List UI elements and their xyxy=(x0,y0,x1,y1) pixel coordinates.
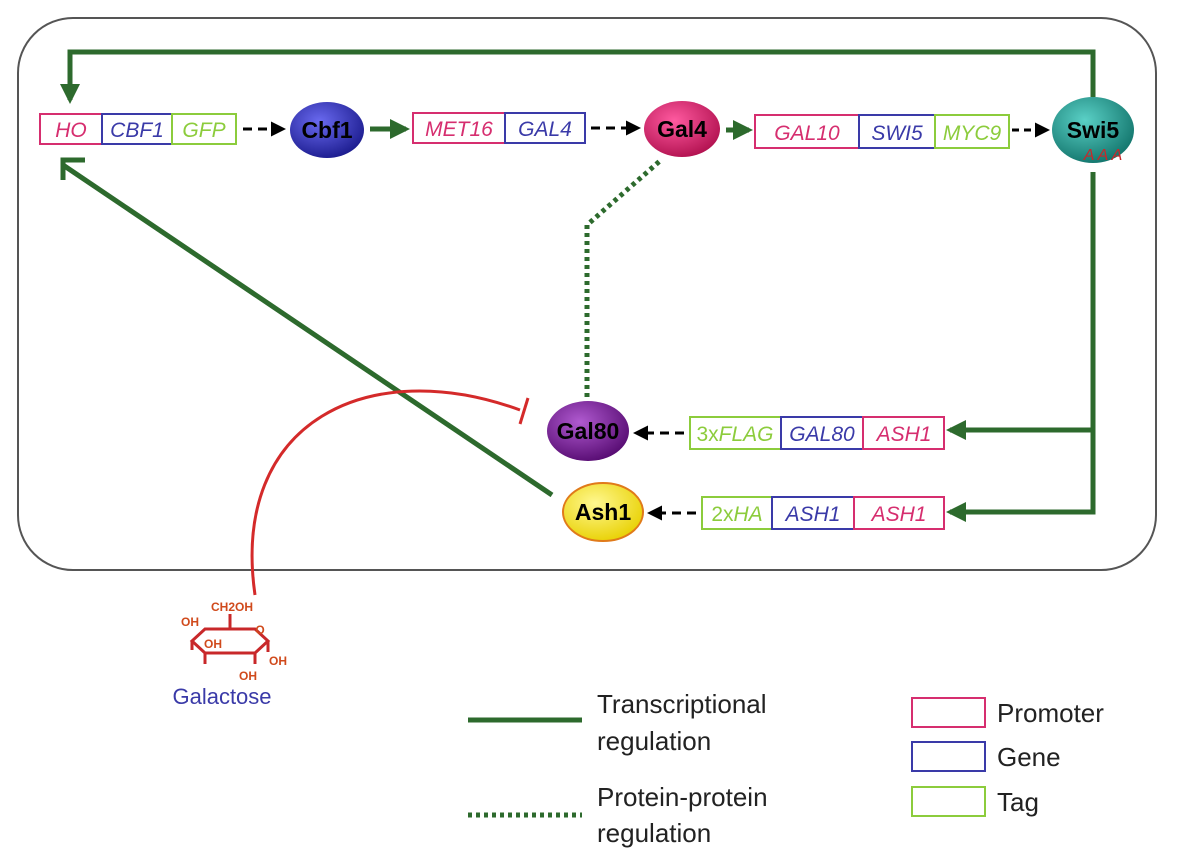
tag-label-gfp: GFP xyxy=(182,119,225,142)
tag-box-2xha xyxy=(701,496,773,530)
cassette-2: MET16 GAL4 xyxy=(412,112,586,144)
gene-box-ash1 xyxy=(771,496,855,530)
tag-box-3xflag xyxy=(689,416,782,450)
transcriptional-links xyxy=(60,49,1096,522)
inhibition-ash1-ho-bar xyxy=(60,157,85,180)
inhibition-ash1-represses-ho xyxy=(61,162,554,498)
legend-protein-protein-label: Protein-protein xyxy=(597,782,768,812)
legend-gene-label: Gene xyxy=(997,742,1061,772)
cassette-4: 3xFLAG GAL80 ASH1 xyxy=(689,416,945,450)
gene-box-swi5 xyxy=(858,114,936,149)
promoter-box-ash1-b xyxy=(853,496,945,530)
gene-box-gal4 xyxy=(504,112,586,144)
translation-arrows xyxy=(243,120,1050,521)
promoter-box-met16 xyxy=(412,112,506,144)
protein-label-ash1: Ash1 xyxy=(575,499,631,525)
protein-label-gal80: Gal80 xyxy=(557,418,620,444)
galactose-ring-o: O xyxy=(255,623,264,637)
tag-label-2xha: 2xHA xyxy=(711,503,762,526)
protein-label-gal4: Gal4 xyxy=(657,116,707,142)
protein-protein-gal80-gal4 xyxy=(584,158,663,397)
tag-label-myc9: MYC9 xyxy=(943,122,1002,145)
cassette-1: HO CBF1 GFP xyxy=(39,113,237,145)
protein-ash1: Ash1 xyxy=(562,482,644,542)
legend-transcriptional-label: Transcriptional xyxy=(597,689,767,719)
promoter-label-gal10: GAL10 xyxy=(774,122,840,145)
galactose-structure: CH2OH O OH OH OH OH Galactose xyxy=(172,600,287,709)
galactose-oh-2: OH xyxy=(204,637,222,651)
legend-box-types: Promoter Gene Tag xyxy=(911,697,1104,817)
arrow-swi5-activates-ho xyxy=(60,49,1096,104)
gene-box-cbf1 xyxy=(101,113,173,145)
promoter-label-met16: MET16 xyxy=(425,118,493,141)
cassette-3: GAL10 SWI5 MYC9 xyxy=(754,114,1010,149)
galactose-oh-3: OH xyxy=(269,654,287,668)
legend-transcriptional-label-2: regulation xyxy=(597,726,711,756)
tag-label-3xflag: 3xFLAG xyxy=(696,423,773,446)
promoter-box-ash1-a xyxy=(862,416,945,450)
legend-line-types: Transcriptional regulation Protein-prote… xyxy=(468,689,768,848)
legend-gene-swatch xyxy=(911,741,986,772)
gene-label-cbf1: CBF1 xyxy=(110,119,164,142)
gene-box-gal80 xyxy=(780,416,864,450)
protein-gal4: Gal4 xyxy=(644,101,720,157)
gene-label-ash1: ASH1 xyxy=(784,503,841,526)
protein-gal80: Gal80 xyxy=(547,401,629,461)
protein-cbf1: Cbf1 xyxy=(290,102,364,158)
protein-label-cbf1: Cbf1 xyxy=(301,117,352,143)
promoter-box-gal10 xyxy=(754,114,860,149)
gene-label-swi5: SWI5 xyxy=(871,122,923,145)
swi5-polya-tail: A A A xyxy=(1083,147,1123,164)
inhibition-galactose-gal80-bar xyxy=(518,397,530,425)
inhibition-galactose-gal80 xyxy=(250,389,521,596)
galactose-label: Galactose xyxy=(172,684,271,709)
promoter-box-ho xyxy=(39,113,103,145)
legend-tag-swatch xyxy=(911,786,986,817)
gene-label-gal4: GAL4 xyxy=(518,118,572,141)
tag-box-gfp xyxy=(171,113,237,145)
legend-tag-label: Tag xyxy=(997,787,1039,817)
gene-label-gal80: GAL80 xyxy=(789,423,855,446)
legend-promoter-label: Promoter xyxy=(997,698,1104,728)
legend-protein-protein-label-2: regulation xyxy=(597,818,711,848)
protein-swi5: Swi5 A A A xyxy=(1052,97,1134,164)
cassette-5: 2xHA ASH1 ASH1 xyxy=(701,496,945,530)
legend-promoter-swatch xyxy=(911,697,986,728)
galactose-ch2oh: CH2OH xyxy=(211,600,253,614)
promoter-label-ash1-a: ASH1 xyxy=(875,423,932,446)
tag-box-myc9 xyxy=(934,114,1010,149)
arrow-swi5-activates-ash1-promoters xyxy=(946,172,1096,522)
galactose-oh-4: OH xyxy=(239,669,257,683)
protein-label-swi5: Swi5 xyxy=(1067,117,1120,143)
promoter-label-ho: HO xyxy=(55,119,87,142)
galactose-oh-1: OH xyxy=(181,615,199,629)
promoter-label-ash1-b: ASH1 xyxy=(870,503,927,526)
cell-boundary xyxy=(17,17,1157,571)
